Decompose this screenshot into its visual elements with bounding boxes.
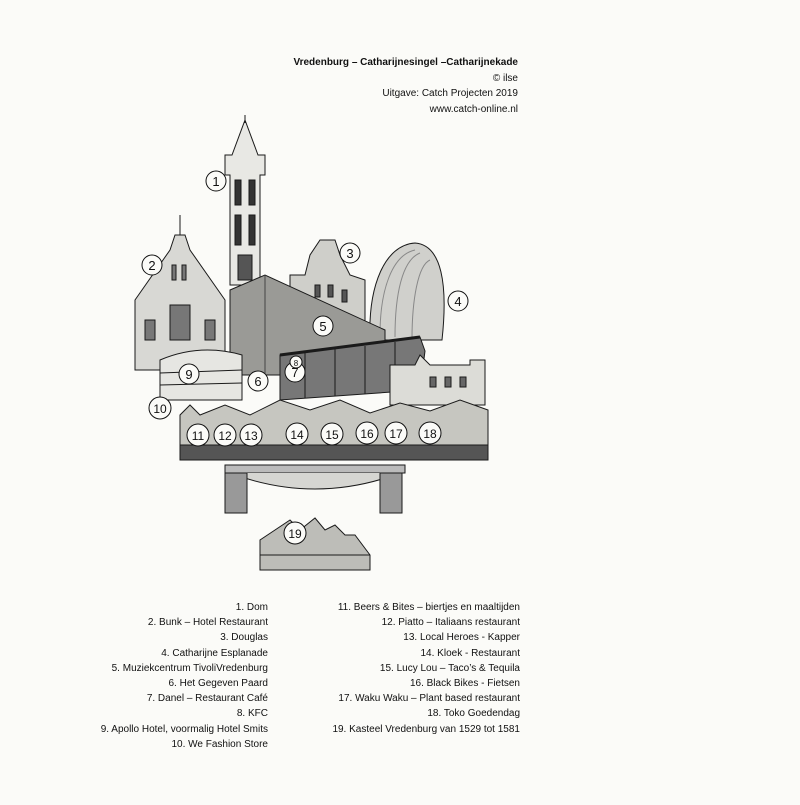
svg-text:12: 12 [218,429,232,443]
marker-19: 19 [283,521,307,545]
svg-text:1: 1 [212,174,219,189]
marker-18: 18 [418,421,442,445]
svg-text:7: 7 [291,365,298,380]
legend-item: 6. Het Gegeven Paard [168,678,268,690]
svg-text:11: 11 [192,429,205,443]
legend-item: 13. Local Heroes - Kapper [403,632,520,644]
marker-4: 4 [447,290,469,312]
street-illustration: 1 2 3 4 5 6 7 8 9 10 11 12 13 14 15 16 1… [134,115,489,571]
legend-item: 2. Bunk – Hotel Restaurant [147,617,268,629]
svg-text:13: 13 [244,429,258,443]
bunk-building-drawing [134,215,226,371]
marker-14: 14 [285,422,309,446]
legend-item: 14. Kloek - Restaurant [420,647,521,659]
svg-text:15: 15 [325,428,339,442]
svg-text:2: 2 [148,258,155,273]
svg-text:3: 3 [346,246,353,261]
legend-item: 1. Dom [235,602,268,613]
canal-houses-right-drawing [389,354,486,406]
marker-16: 16 [355,421,379,445]
header: Vredenburg – Catharijnesingel –Catharijn… [293,55,518,117]
legend-item: 11. Beers & Bites – biertjes en maaltijd… [337,602,520,613]
dom-tower-drawing [224,115,266,286]
marker-1: 1 [205,170,227,192]
svg-text:8: 8 [294,359,299,368]
legend-item: 8. KFC [236,708,268,720]
marker-9: 9 [178,363,200,385]
marker-3: 3 [339,242,361,264]
legend-item: 19. Kasteel Vredenburg van 1529 tot 1581 [332,723,520,735]
castle-vredenburg-drawing [259,517,371,571]
copyright: © ilse [492,72,518,84]
legend-item: 7. Danel – Restaurant Café [146,693,268,705]
svg-text:19: 19 [288,527,302,541]
marker-17: 17 [384,421,408,445]
legend-item: 15. Lucy Lou – Taco’s & Tequila [379,662,520,674]
marker-6: 6 [247,370,269,392]
svg-text:18: 18 [423,427,437,441]
legend-item: 10. We Fashion Store [171,738,268,750]
esplanade-tower-drawing [369,242,445,341]
legend-left: 1. Dom 2. Bunk – Hotel Restaurant 3. Dou… [40,600,268,752]
quay-wall-drawing [224,464,406,514]
publisher: Uitgave: Catch Projecten 2019 [382,88,518,99]
svg-text:9: 9 [185,367,192,382]
legend-item: 3. Douglas [220,632,268,644]
svg-text:5: 5 [319,319,326,334]
legend-item: 4. Catharijne Esplanade [161,647,268,659]
svg-text:16: 16 [360,427,374,441]
legend-item: 9. Apollo Hotel, voormalig Hotel Smits [100,723,268,735]
marker-10: 10 [148,396,172,420]
apollo-hotel-drawing [159,349,243,401]
legend-item: 5. Muziekcentrum TivoliVredenburg [111,662,268,674]
website-link[interactable]: www.catch-online.nl [429,103,518,115]
marker-11: 11 [186,423,210,447]
map-title: Vredenburg – Catharijnesingel –Catharijn… [293,57,518,68]
marker-13: 13 [239,423,263,447]
marker-2: 2 [141,254,163,276]
legend-item: 16. Black Bikes - Fietsen [409,678,520,690]
svg-text:10: 10 [153,402,167,416]
svg-text:4: 4 [454,294,461,309]
legend-item: 18. Toko Goedendag [427,708,520,720]
svg-text:14: 14 [290,428,304,442]
legend-item: 17. Waku Waku – Plant based restaurant [338,693,520,705]
legend-right: 11. Beers & Bites – biertjes en maaltijd… [300,600,520,737]
svg-text:17: 17 [389,427,403,441]
marker-5: 5 [312,315,334,337]
svg-text:6: 6 [254,374,261,389]
marker-12: 12 [213,423,237,447]
legend-item: 12. Piatto – Italiaans restaurant [381,617,520,629]
marker-8: 8 [289,355,303,369]
marker-15: 15 [320,422,344,446]
